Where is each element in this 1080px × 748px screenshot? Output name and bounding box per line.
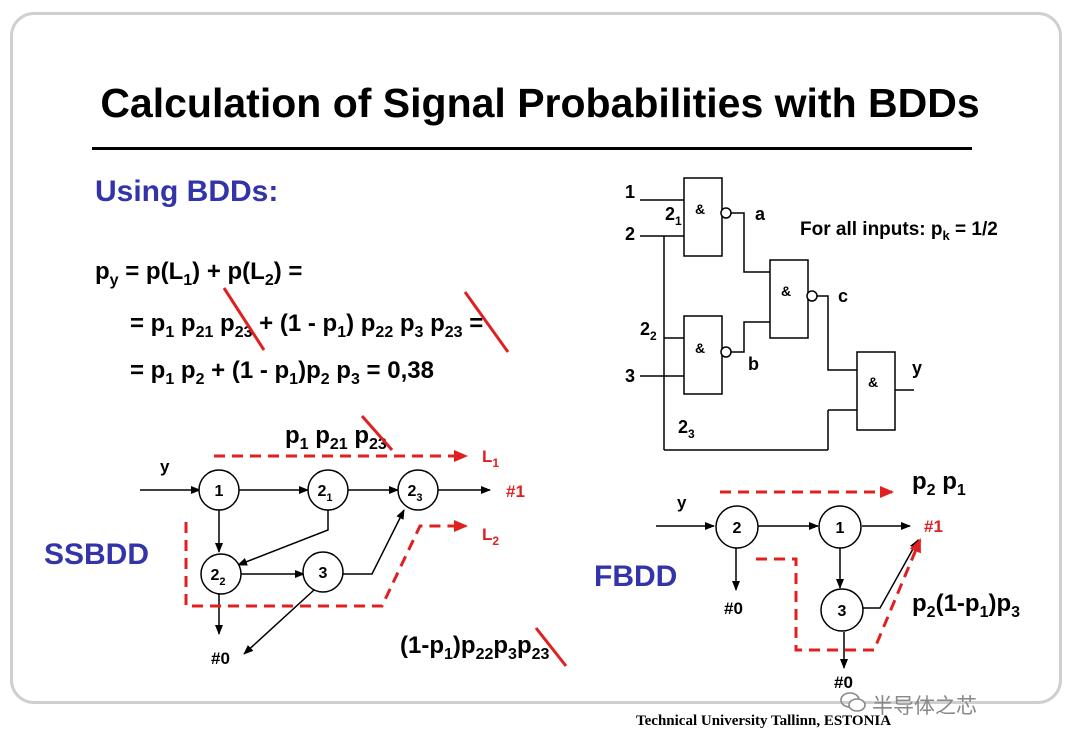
inverter-bubble-c	[806, 290, 818, 302]
ssbdd-terminal-zero: #0	[211, 649, 230, 668]
equation-line-2: = p1 p21 p23 + (1 - p1) p22 p3 p23 =	[130, 310, 484, 341]
input-label-3: 3	[625, 366, 635, 386]
fbdd-graph: 2 1 3 y #1 #0 #0	[656, 486, 943, 692]
signal-label-a: a	[755, 204, 766, 224]
ssbdd-node-1-label: 1	[215, 483, 224, 500]
fbdd-label: FBDD	[594, 560, 678, 593]
signal-label-b: b	[748, 354, 759, 374]
ssbdd-node-22	[200, 553, 242, 595]
input-label-1: 1	[625, 182, 635, 202]
slide-title: Calculation of Signal Probabilities with…	[100, 80, 980, 126]
ssbdd-node-21-label: 21	[317, 483, 332, 504]
fbdd-path-2	[756, 538, 922, 652]
branch-label-21: 21	[665, 204, 682, 228]
fbdd-node-2-label: 2	[733, 520, 742, 537]
fbdd-terminal-one: #1	[924, 517, 943, 536]
wire-b	[731, 321, 770, 353]
and-gate-y	[856, 351, 896, 431]
gate-symbol-c: &	[781, 283, 791, 299]
logic-circuit	[640, 177, 914, 451]
fbdd-node-3	[820, 588, 864, 632]
path-label-l1: L1	[482, 447, 499, 470]
ssbdd-node-1	[198, 469, 240, 511]
fbdd-terminal-zero-a: #0	[724, 599, 743, 618]
ssbdd-label: SSBDD	[44, 538, 150, 571]
ssbdd-node-21	[307, 469, 349, 511]
edge-21-to-22	[237, 510, 329, 566]
gate-symbol-a: &	[695, 201, 705, 217]
input-label-2: 2	[625, 224, 635, 244]
path2-expression: (1-p1)p22p3p23	[400, 632, 550, 663]
edge-3-to-23	[342, 509, 405, 575]
ssbdd-node-23-label: 23	[407, 483, 422, 504]
path1-expression: p1 p21 p23	[285, 422, 387, 453]
equation-line-1: py = p(L1) + p(L2) =	[95, 258, 303, 289]
and-gate-c	[769, 259, 809, 339]
fbdd-edge-3-to-one	[862, 539, 919, 609]
ssbdd-node-22-label: 22	[210, 567, 225, 588]
branch-label-22: 22	[640, 319, 657, 343]
equation-strikes	[222, 287, 568, 667]
title-divider	[92, 147, 972, 150]
ssbdd-node-3	[302, 551, 344, 593]
branch-label-23: 23	[678, 417, 695, 441]
path-label-l2: L2	[482, 525, 499, 548]
wire-c	[817, 295, 857, 371]
fbdd-terminal-zero-b: #0	[834, 673, 853, 692]
footer-institution: Technical University Tallinn, ESTONIA	[636, 713, 892, 729]
edge-3-to-zero	[243, 589, 315, 655]
inverter-bubble-b	[720, 346, 732, 358]
signal-label-c: c	[838, 286, 848, 306]
signal-label-y: y	[912, 358, 922, 378]
watermark-text: 半导体之芯	[872, 695, 977, 718]
wire-a	[731, 212, 770, 273]
ssbdd-graph: 1 21 23 22 3 y #1 #0 L1 L2	[140, 447, 525, 668]
subtitle: Using BDDs:	[95, 175, 279, 208]
ssbdd-node-23	[397, 469, 439, 511]
gate-symbols: & & & &	[695, 201, 878, 390]
circuit-labels: 1 2 3 21 22 23 a b c y	[625, 182, 922, 441]
inputs-note: For all inputs: pk = 1/2	[800, 219, 998, 243]
equation-line-3: = p1 p2 + (1 - p1)p2 p3 = 0,38	[130, 357, 434, 388]
path-l2	[184, 520, 468, 608]
fbdd-node-2	[715, 505, 759, 549]
fbdd-path1-expression: p2 p1	[912, 468, 966, 499]
wechat-icon	[840, 692, 866, 712]
ssbdd-node-3-label: 3	[319, 565, 328, 582]
gate-symbol-b: &	[695, 340, 705, 356]
fbdd-path2-expression: p2(1-p1)p3	[912, 590, 1021, 621]
slide-frame	[10, 12, 1062, 704]
and-gate-a	[683, 177, 723, 257]
ssbdd-input-label: y	[160, 457, 170, 476]
fbdd-node-1-label: 1	[836, 520, 845, 537]
ssbdd-terminal-one: #1	[506, 482, 525, 501]
fbdd-input-label: y	[677, 493, 687, 512]
inverter-bubble-a	[720, 207, 732, 219]
fbdd-node-3-label: 3	[838, 603, 847, 620]
gate-symbol-y: &	[868, 374, 878, 390]
fbdd-node-1	[818, 505, 862, 549]
